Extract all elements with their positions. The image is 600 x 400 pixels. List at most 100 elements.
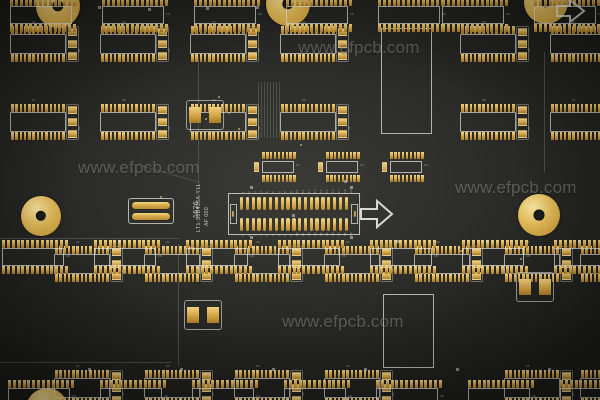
fiducial-marker xyxy=(272,368,275,371)
qfn-pad xyxy=(345,152,349,159)
qfn-pad xyxy=(353,175,357,182)
passive-pad xyxy=(338,51,347,60)
connector-array-pad xyxy=(379,240,383,248)
connector-array-pad xyxy=(137,240,141,248)
ic-body-outline xyxy=(280,111,336,133)
connector-array-pad-row xyxy=(286,24,352,32)
connector-array-pad xyxy=(394,240,398,248)
connector-array-pad xyxy=(292,266,296,274)
qfn-pad xyxy=(277,152,281,159)
connector-array-pad xyxy=(140,0,144,6)
connector-array-pad xyxy=(201,380,205,388)
connector-array-pad xyxy=(123,240,127,248)
connector-array-pad xyxy=(227,24,231,32)
connector-array-pad xyxy=(215,266,219,274)
ic-body-outline xyxy=(550,33,600,55)
connector-pad-array: CN xyxy=(374,380,452,400)
ic-ref-des: U1 xyxy=(76,241,80,244)
passive-pad xyxy=(562,372,571,381)
connector-array-pad xyxy=(578,266,582,274)
qfn-pad xyxy=(333,175,337,182)
connector-array-pad xyxy=(384,240,388,248)
connector-array-pad xyxy=(303,380,307,388)
connector-array-pad xyxy=(63,0,67,6)
connector-array-pad xyxy=(203,24,207,32)
connector-array-pad xyxy=(210,240,214,248)
connector-pad-array: CN xyxy=(440,0,518,32)
passive-pad xyxy=(112,259,121,269)
connector-array-pad xyxy=(45,266,49,274)
ic-pad-row xyxy=(11,54,65,62)
connector-array-ref-des: CN xyxy=(526,255,530,258)
connector-array-pad xyxy=(348,0,352,6)
connector-array-outline xyxy=(286,6,348,24)
passive-pad xyxy=(338,106,347,115)
connector-array-pad-row xyxy=(560,380,600,388)
connector-array-pad xyxy=(310,24,314,32)
connector-array-pad xyxy=(158,380,162,388)
ic-pad-row xyxy=(281,132,335,140)
connector-array-pad xyxy=(118,240,122,248)
connector-pad-row-bottom xyxy=(239,218,348,231)
connector-array-pad xyxy=(58,0,62,6)
connector-array-pad xyxy=(106,0,110,6)
qfn-pad-row xyxy=(326,175,360,182)
ic-ref-des: U1 xyxy=(32,21,36,24)
passive-pad xyxy=(292,259,301,269)
connector-pin-label: 9 xyxy=(289,234,293,236)
connector-array-pad xyxy=(53,24,57,32)
connector-array-pad xyxy=(310,0,314,6)
connector-array-pad xyxy=(500,266,504,274)
passive-pad xyxy=(338,28,347,37)
connector-array-pad xyxy=(225,380,229,388)
connector-array-pad xyxy=(19,0,23,6)
connector-pad-array: CN xyxy=(100,0,178,32)
fiducial-marker xyxy=(250,236,253,239)
connector-array-ref-des: CN xyxy=(342,255,346,258)
connector-array-pad-row xyxy=(194,0,260,6)
connector-array-pad xyxy=(490,24,494,32)
connector-array-pad xyxy=(104,380,108,388)
connector-array-pad-row xyxy=(462,240,528,248)
connector-array-pad xyxy=(109,380,113,388)
connector-array-pad xyxy=(278,266,281,274)
passive-ref-des: R2 xyxy=(168,48,171,52)
connector-array-outline xyxy=(468,388,530,400)
connector-array-ref-des: CN xyxy=(598,13,600,16)
connector-array-pad xyxy=(162,380,166,388)
ic-footprint xyxy=(100,104,156,140)
connector-array-pad xyxy=(94,266,97,274)
connector-array-pad xyxy=(145,0,149,6)
connector-array-pad xyxy=(387,0,391,6)
connector-array-pad-row xyxy=(284,380,350,388)
connector-array-pad-row xyxy=(534,24,600,32)
passive-pad xyxy=(338,129,347,138)
connector-array-pad xyxy=(121,0,125,6)
connector-pin-label: 13 xyxy=(313,189,317,193)
passive-pad xyxy=(518,51,527,60)
connector-array-pad xyxy=(200,266,204,274)
ic-body-outline xyxy=(324,253,380,275)
connector-array-outline xyxy=(94,248,156,266)
connector-array-pad xyxy=(316,266,320,274)
connector-array-pad xyxy=(346,380,350,388)
connector-array-pad xyxy=(244,266,248,274)
qfn-pad xyxy=(293,175,296,182)
connector-array-pad xyxy=(24,24,28,32)
connector-array-pad xyxy=(224,266,228,274)
connector-pin-label: 8 xyxy=(283,234,287,236)
connector-array-pad xyxy=(196,380,200,388)
connector-array-pad xyxy=(480,0,484,6)
connector-array-pad xyxy=(436,24,440,32)
connector-array-pad xyxy=(116,0,120,6)
connector-array-pad xyxy=(475,0,479,6)
connector-array-pad xyxy=(486,266,490,274)
passive-pad-column xyxy=(248,106,257,138)
connector-array-pad-row xyxy=(102,24,168,32)
qfn-pad xyxy=(349,175,353,182)
ic-pad-row xyxy=(325,398,379,400)
connector-array-pad xyxy=(413,266,417,274)
connector-array-pad-row xyxy=(442,0,508,6)
ic-pad-row xyxy=(101,132,155,140)
connector-pin-label: 6 xyxy=(271,191,275,193)
